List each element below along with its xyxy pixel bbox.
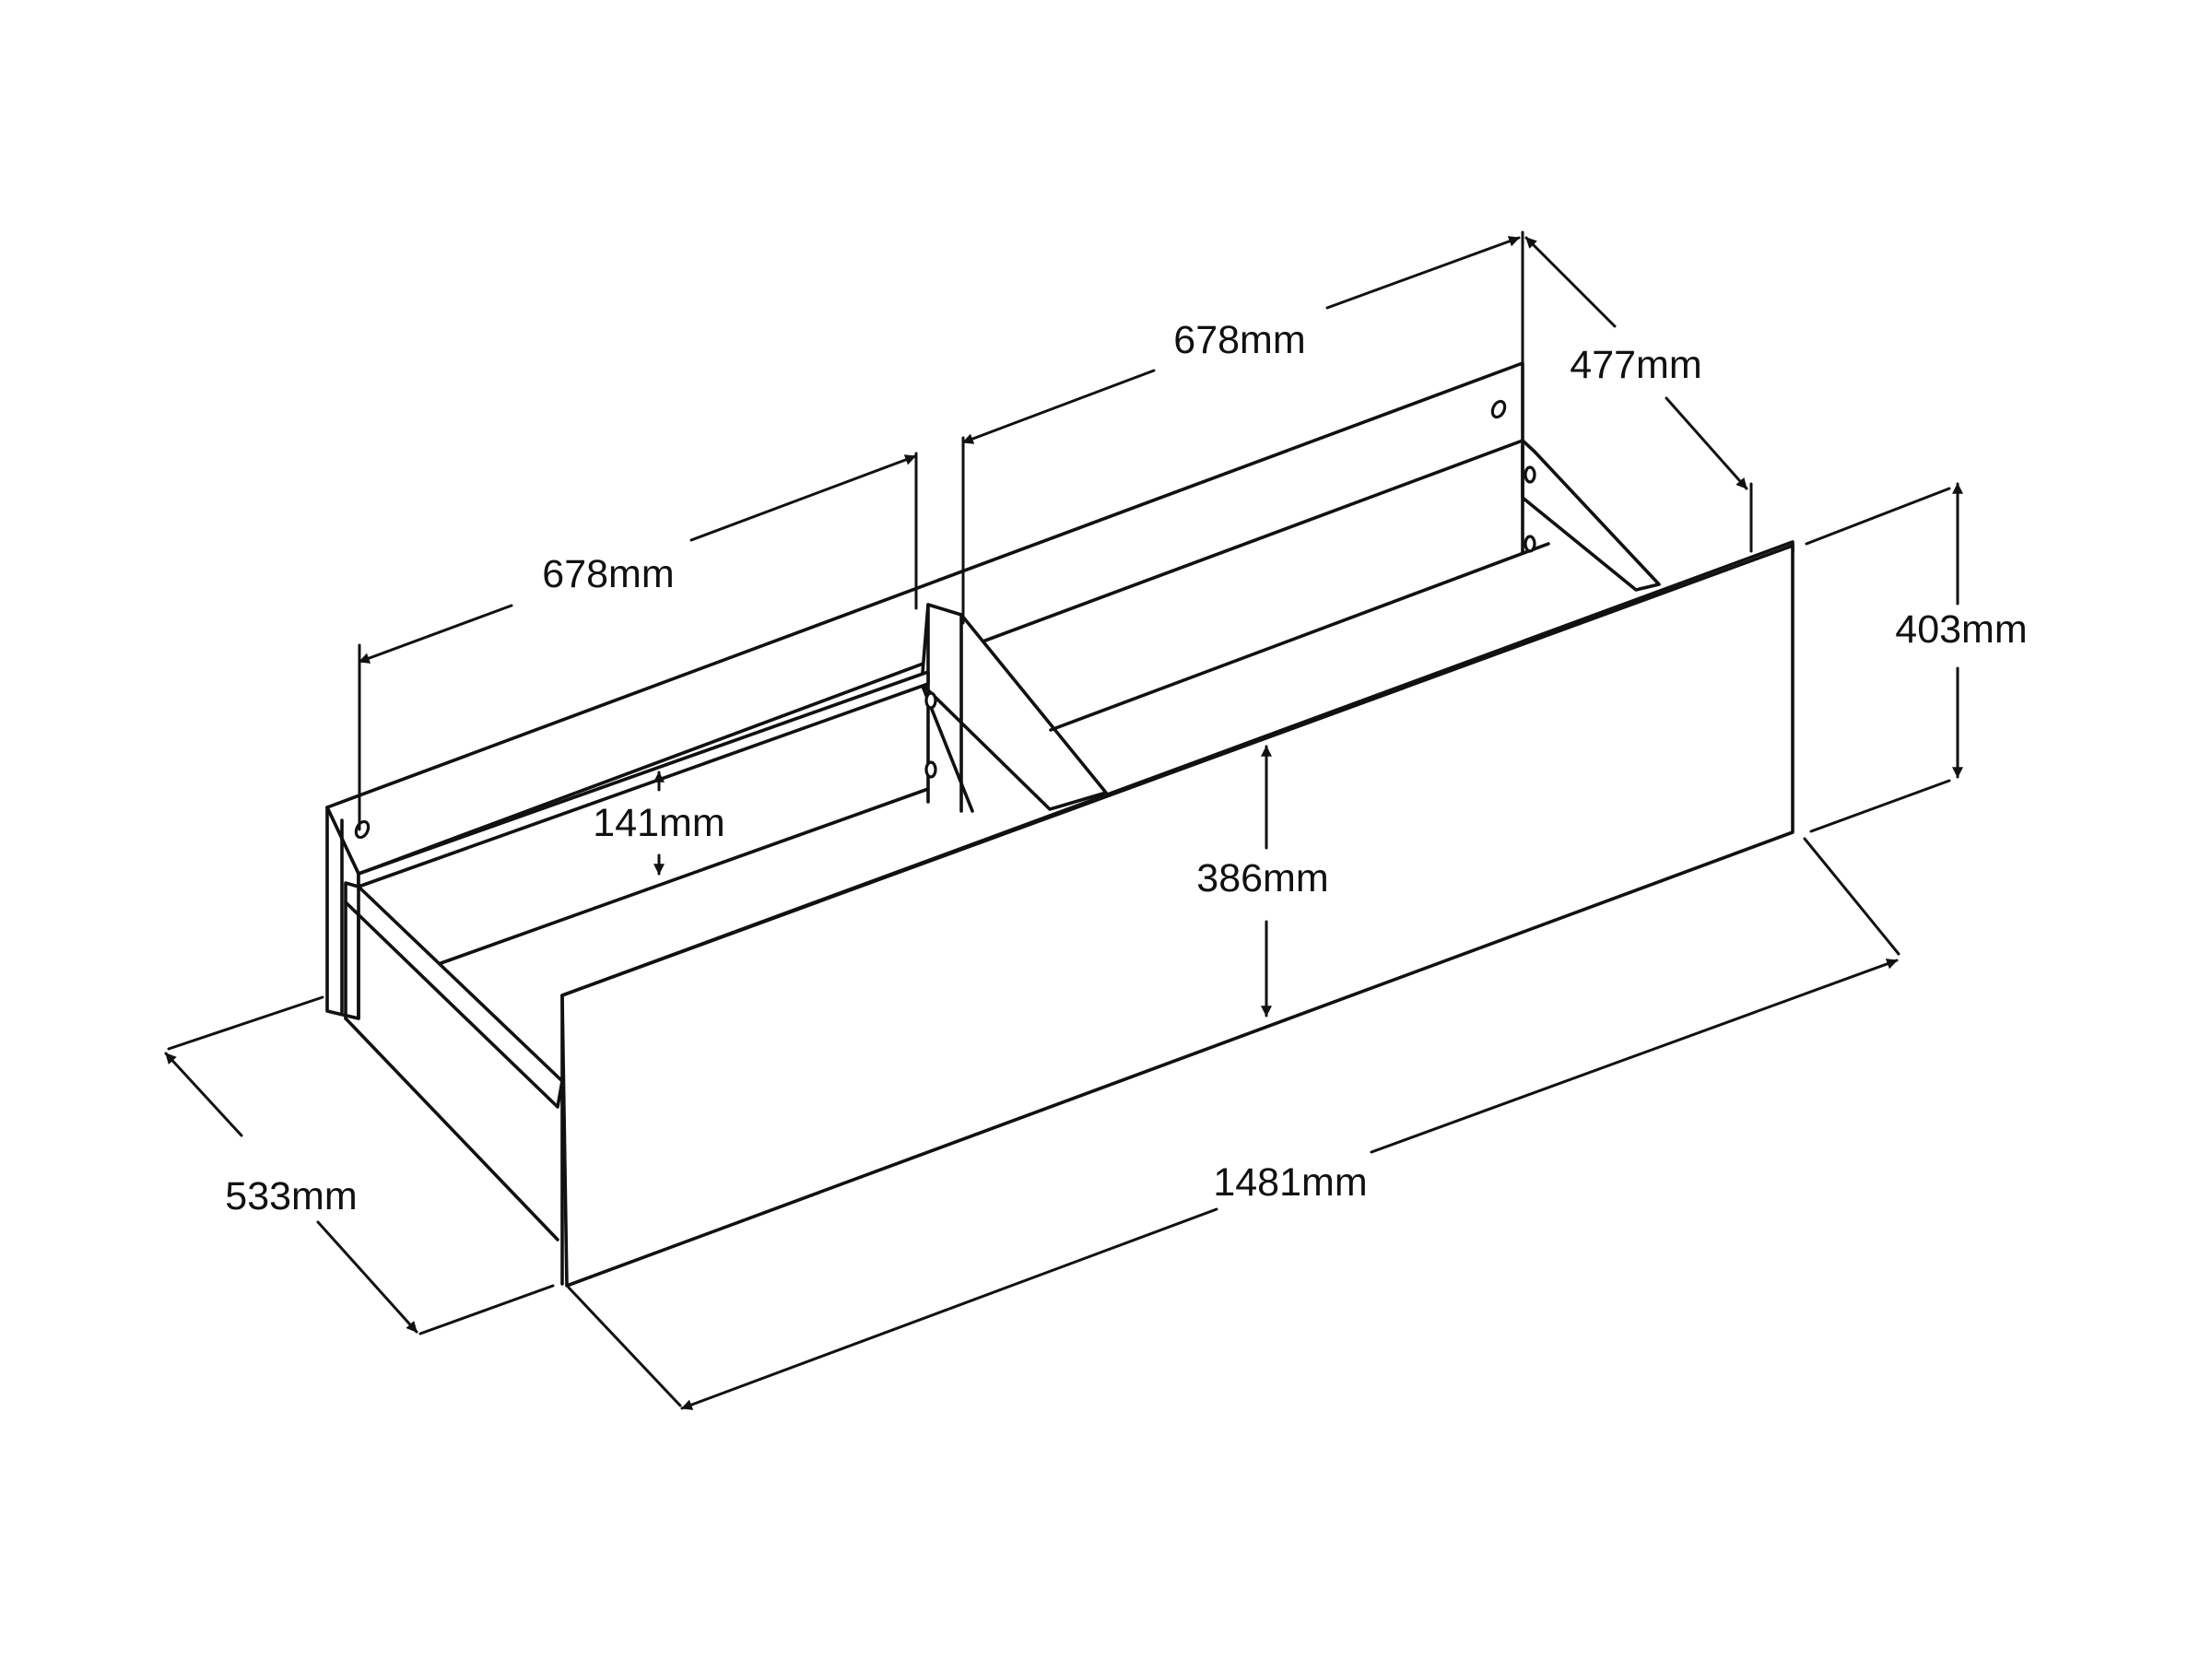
right-side-panel [1521, 439, 1661, 592]
screw-hole [924, 760, 937, 779]
label-678-right: 678mm [1173, 318, 1305, 362]
drawer-drawing [325, 361, 1794, 1288]
label-386: 386mm [1196, 856, 1328, 900]
label-141: 141mm [593, 801, 724, 845]
dim-line-678-left [358, 604, 513, 664]
label-678-left: 678mm [542, 552, 674, 596]
screw-hole [924, 691, 937, 710]
screw-hole [1524, 535, 1536, 553]
screw-hole [1524, 465, 1536, 484]
dimension-lines [164, 230, 1963, 1410]
left-side-panel [344, 881, 564, 1109]
inner-back-rail [357, 670, 930, 888]
dimension-labels: 678mm 678mm 477mm 403mm 141mm 386mm 1481… [225, 318, 2027, 1218]
dim-line-533 [164, 1052, 243, 1137]
dim-line-678-right [961, 369, 1156, 444]
divider-panel [920, 603, 1108, 811]
dim-line-477 [1524, 236, 1617, 328]
label-403: 403mm [1895, 607, 2027, 652]
dim-line-1481 [680, 1207, 1218, 1410]
label-1481: 1481mm [1213, 1160, 1367, 1205]
label-477: 477mm [1570, 343, 1701, 387]
front-panel [560, 544, 1794, 1288]
label-533: 533mm [225, 1174, 357, 1218]
screw-hole [1490, 399, 1507, 419]
